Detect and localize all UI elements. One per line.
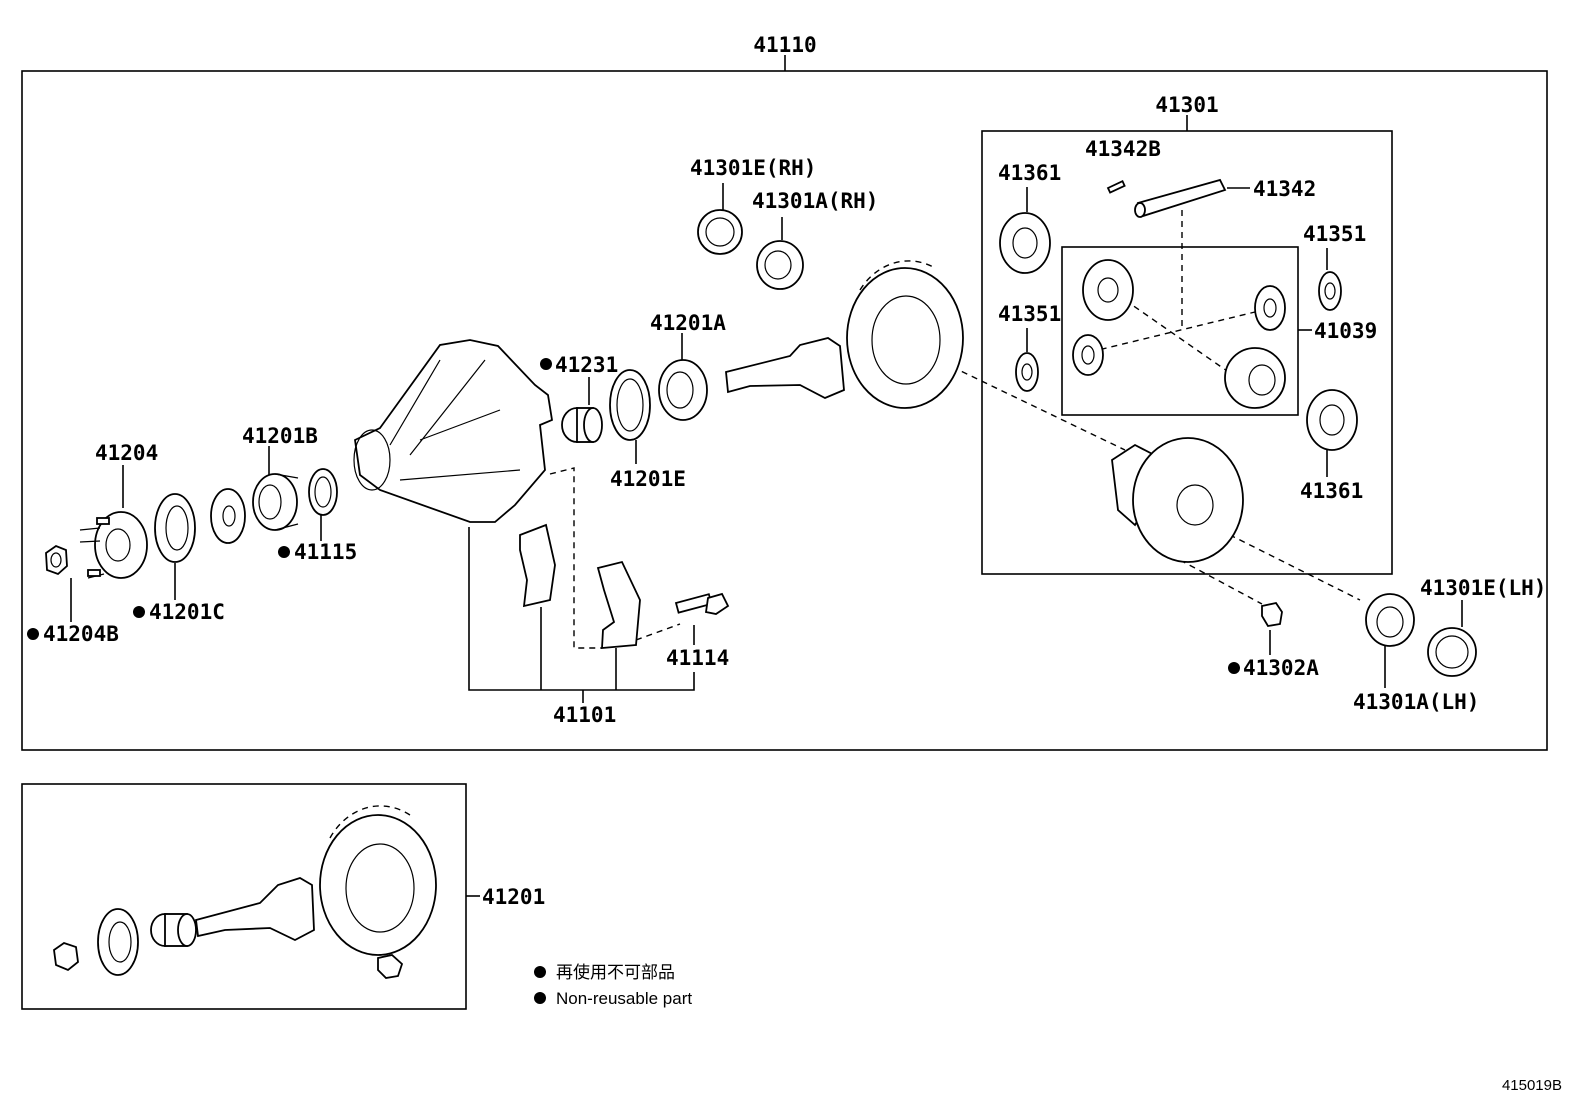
thrust-washer-41361-top (999, 212, 1051, 274)
bearing-cap-right (596, 560, 641, 649)
legend-bullet-ja (534, 966, 546, 978)
non-reusable-markers (27, 358, 1240, 674)
pinion-gear-right (1254, 285, 1286, 331)
bearing-cone-41301A-RH (756, 240, 804, 290)
thrust-washer-41361-bottom (1306, 389, 1358, 451)
bolt-41302A (1261, 601, 1283, 627)
side-gear-upper (1082, 259, 1134, 321)
label-41204B: 41204B (43, 622, 119, 646)
differential-case (1111, 437, 1244, 563)
bearing-cone-41301A-LH (1365, 593, 1415, 647)
shim-41201E (609, 369, 651, 441)
kit-bolt (377, 954, 404, 979)
label-41114: 41114 (666, 646, 729, 670)
subassembly-frame-41039 (1061, 246, 1299, 416)
kit-spacer (150, 913, 197, 947)
label-41301: 41301 (1155, 93, 1218, 117)
oil-slinger (210, 488, 246, 544)
label-41201B: 41201B (242, 424, 318, 448)
carrier-housing-41110 (353, 339, 554, 523)
label-41361-top: 41361 (998, 161, 1061, 185)
oil-seal-41201C (154, 493, 196, 563)
label-41201A: 41201A (650, 311, 726, 335)
side-gear-lower (1224, 347, 1286, 409)
nut-41204B (45, 544, 68, 576)
spacer-41231 (561, 407, 603, 443)
pin-41342B (1106, 180, 1126, 194)
label-41351-right: 41351 (1303, 222, 1366, 246)
legend-text-en: Non-reusable part (556, 989, 692, 1008)
label-41115: 41115 (294, 540, 357, 564)
label-41302A: 41302A (1243, 656, 1319, 680)
pinion-shaft-41342 (1134, 178, 1227, 218)
leader-lines (70, 55, 1463, 897)
thrust-washer-41351-right (1318, 271, 1342, 311)
bearing-cup-41301E-LH (1427, 627, 1477, 677)
label-41301E-LH: 41301E(LH) (1420, 576, 1546, 600)
kit-oil-seal (97, 908, 139, 976)
spacer-41115 (308, 468, 338, 516)
assembly-dashed-lines (549, 210, 1361, 649)
label-41231: 41231 (555, 353, 618, 377)
label-41361-bottom: 41361 (1300, 479, 1363, 503)
pinion-gear-left (1072, 334, 1104, 376)
label-41201: 41201 (482, 885, 545, 909)
label-41351-left: 41351 (998, 302, 1061, 326)
label-41201C: 41201C (149, 600, 225, 624)
bearing-cap-left (519, 523, 556, 608)
label-41342B: 41342B (1085, 137, 1161, 161)
bearing-cup-41301E-RH (697, 209, 743, 255)
label-41301A-LH: 41301A(LH) (1353, 690, 1479, 714)
drawing-code: 415019B (1502, 1077, 1562, 1094)
companion-flange-41204 (79, 511, 148, 579)
kit-nut (53, 942, 79, 972)
legend-bullet-en (534, 992, 546, 1004)
legend-text-ja: 再使用不可部品 (556, 962, 675, 982)
label-41101: 41101 (553, 703, 616, 727)
bearing-41201B (252, 473, 299, 531)
label-41342: 41342 (1253, 177, 1316, 201)
label-41201E: 41201E (610, 467, 686, 491)
label-41204: 41204 (95, 441, 158, 465)
label-41039: 41039 (1314, 319, 1377, 343)
bolt-41114 (674, 592, 730, 615)
kit-ring-pinion-gear (195, 805, 437, 956)
bearing-41201A (658, 359, 708, 421)
ring-pinion-gear-upper (725, 260, 964, 409)
thrust-washer-41351-left (1015, 352, 1039, 392)
label-41301E-RH: 41301E(RH) (690, 156, 816, 180)
label-41110: 41110 (753, 33, 816, 57)
label-41301A-RH: 41301A(RH) (752, 189, 878, 213)
